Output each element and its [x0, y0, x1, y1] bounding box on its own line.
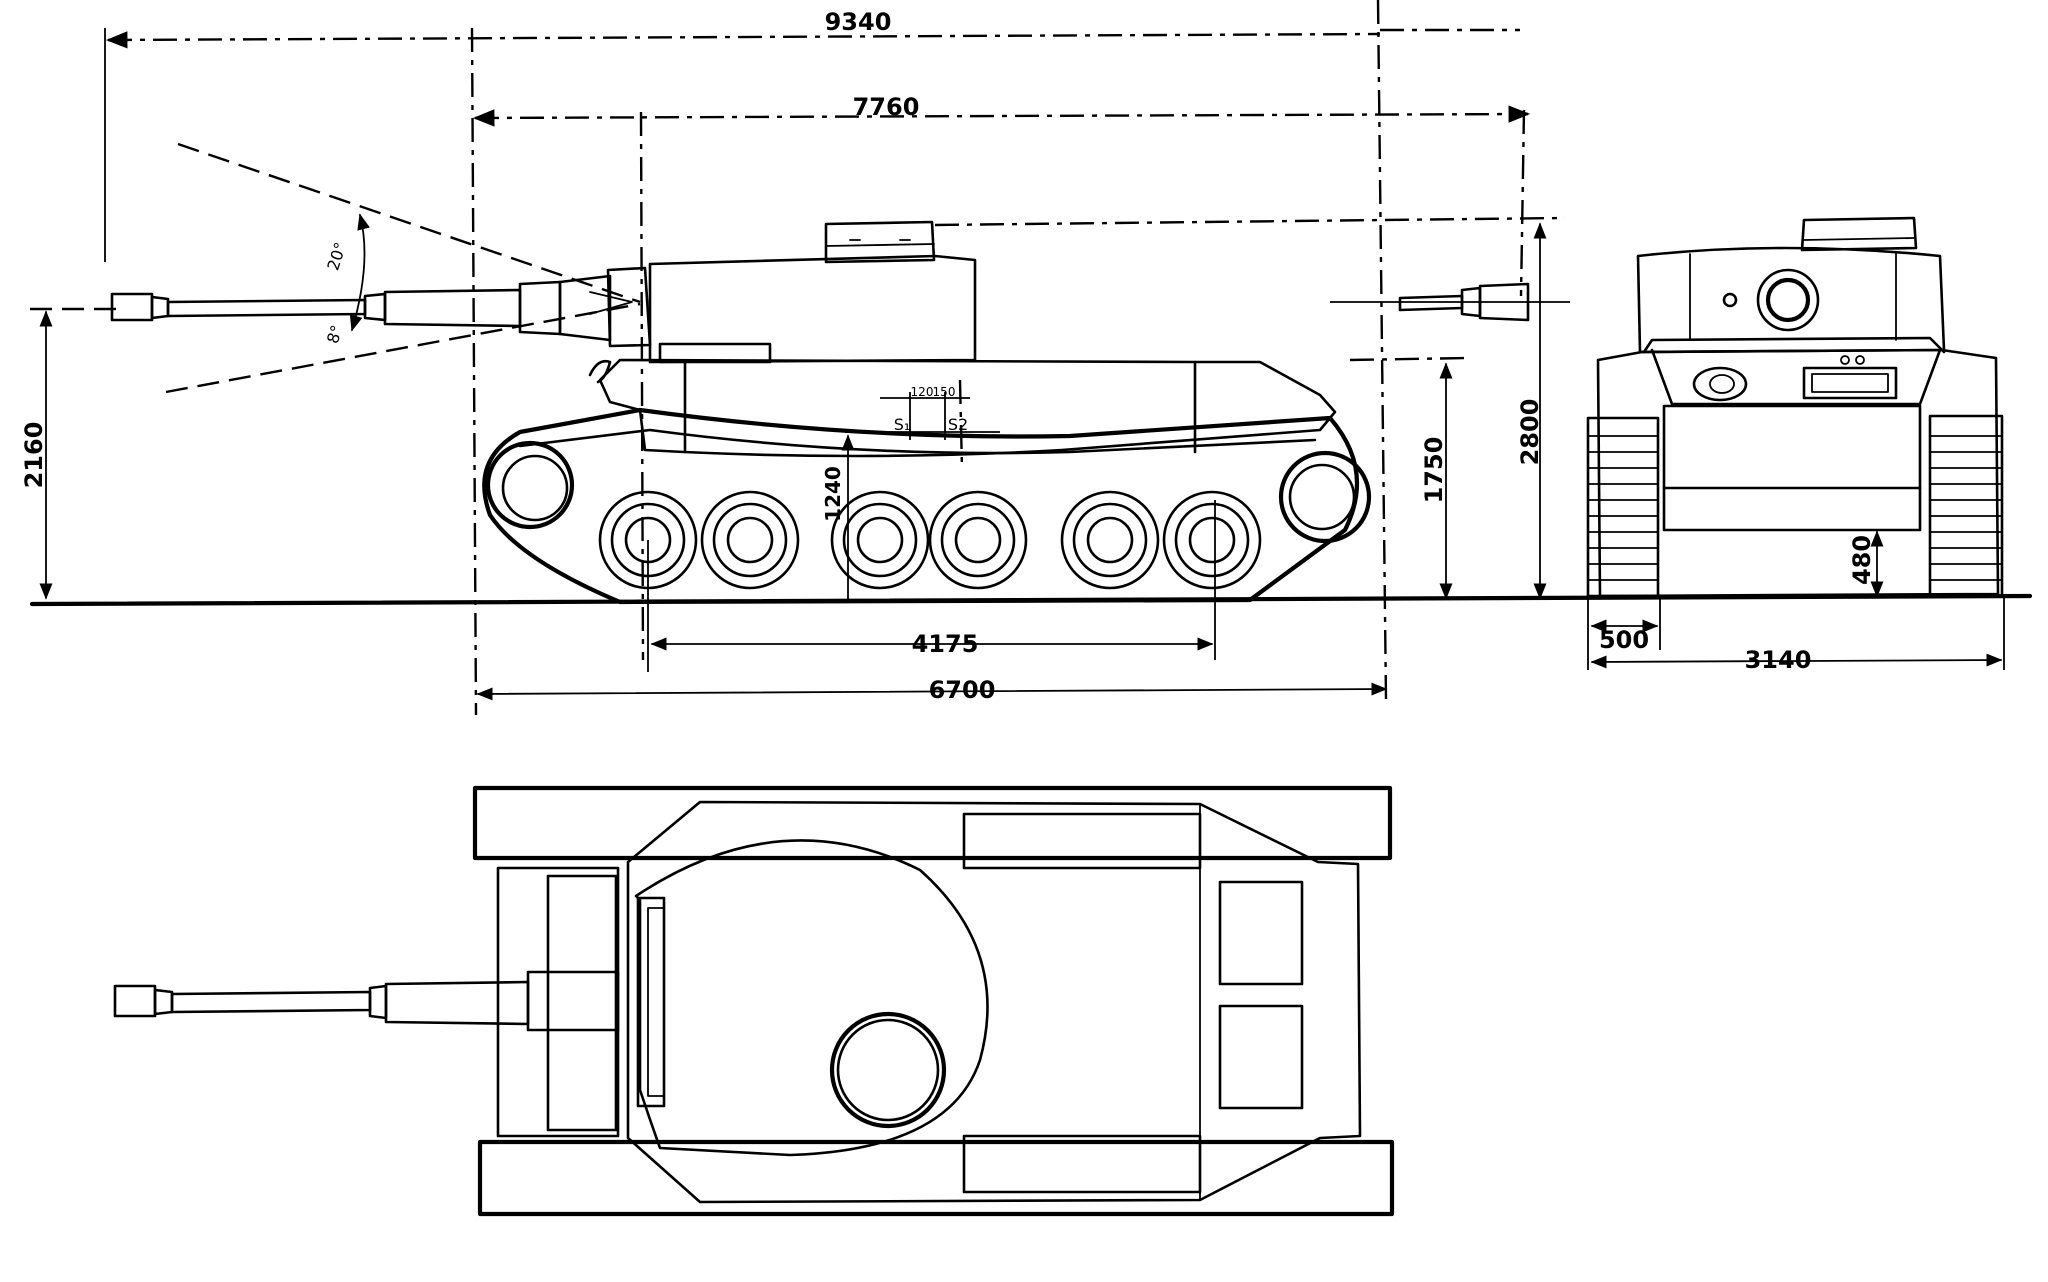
road-wheels	[598, 490, 1262, 590]
label-length-front-rear: 7760	[853, 93, 920, 121]
dimension-lines	[30, 0, 2005, 716]
label-s2: S2	[948, 415, 968, 434]
label-overall-height: 2800	[1516, 399, 1544, 466]
label-hull-height: 1750	[1420, 437, 1448, 504]
label-120: 120	[911, 385, 934, 399]
label-s1: S₁	[894, 415, 911, 434]
label-wheelbase: 4175	[912, 630, 979, 658]
label-ground-clearance: 480	[1848, 535, 1876, 585]
front-view	[1586, 216, 2004, 598]
label-elevation-angle: 20°	[323, 240, 350, 273]
label-overall-width: 3140	[1745, 646, 1812, 674]
dimension-labels: 9340 7760 6700 4175 2160 1750 2800 480 5…	[20, 8, 1876, 704]
label-track-width: 500	[1599, 626, 1649, 654]
label-overall-length: 9340	[825, 8, 892, 36]
label-150: 150	[933, 385, 956, 399]
label-gun-axis-height: 2160	[20, 422, 48, 489]
label-hull-length: 6700	[929, 676, 996, 704]
label-depression-angle: 8°	[323, 323, 347, 346]
label-reference-height: 1240	[821, 466, 845, 522]
top-view	[113, 785, 1395, 1217]
side-view	[110, 142, 1530, 605]
